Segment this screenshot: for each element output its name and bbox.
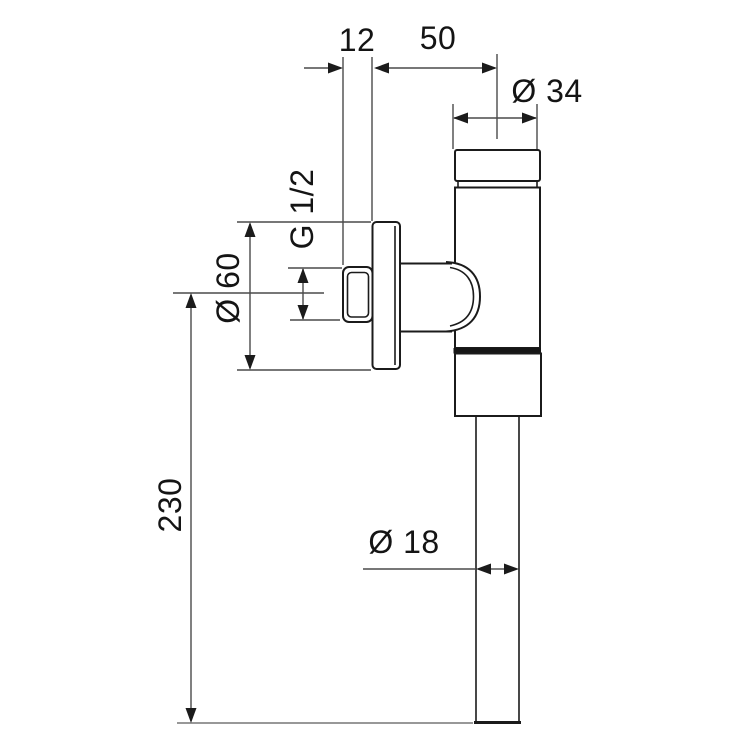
dim-dia18-label: Ø 18 xyxy=(368,524,439,560)
transition-bulge-inner xyxy=(449,266,475,327)
dim-12-arrowhead xyxy=(328,62,343,74)
wall-flange xyxy=(371,221,401,370)
inlet-pipe-interior xyxy=(400,264,453,331)
body-seam-band xyxy=(453,348,541,354)
dim-dia60-arrowhead-top xyxy=(244,222,256,237)
dim-50-arrowhead-left xyxy=(374,62,389,74)
outlet-pipe xyxy=(474,416,521,724)
dim-dia60-arrowhead-bottom xyxy=(244,355,256,370)
inlet-connector xyxy=(399,261,482,333)
dim-dia34-arrowhead-right xyxy=(522,112,537,124)
transition-bulge-outer xyxy=(445,261,482,333)
valve-lower-body xyxy=(454,352,542,417)
dim-50-arrowhead-right xyxy=(482,62,497,74)
thread-nipple xyxy=(342,266,374,323)
transition-bulge-fill xyxy=(447,262,480,332)
thread-nipple-outline xyxy=(342,266,374,323)
dimension-12: 12 xyxy=(304,22,375,265)
valve-cap xyxy=(454,149,541,182)
dim-dia18-arrowhead-left xyxy=(476,563,491,575)
dimension-50: 50 xyxy=(374,20,498,139)
dim-12-label: 12 xyxy=(339,22,376,58)
dim-dia60-label: Ø 60 xyxy=(210,252,246,323)
dim-g12-arrowhead-top xyxy=(297,268,309,283)
dim-g12-arrowhead-bottom xyxy=(297,305,309,320)
dim-dia34-arrowhead-left xyxy=(453,112,468,124)
dim-g12-label: G 1/2 xyxy=(284,169,320,250)
dim-230-arrowhead-top xyxy=(185,293,197,308)
dim-dia18-arrowhead-right xyxy=(504,563,519,575)
thread-nipple-inner xyxy=(346,271,370,318)
dimension-dia60: Ø 60 xyxy=(210,221,371,371)
dim-230-label: 230 xyxy=(152,478,188,533)
dim-230-arrowhead-bottom xyxy=(185,708,197,723)
dimension-g12: G 1/2 xyxy=(284,169,342,321)
dimension-230: 230 xyxy=(152,293,473,724)
dimension-dia34: Ø 34 xyxy=(452,73,582,149)
wall-flange-outline xyxy=(371,221,401,370)
dim-dia34-label: Ø 34 xyxy=(511,73,582,109)
dimension-dia18: Ø 18 xyxy=(363,524,519,575)
dim-50-label: 50 xyxy=(420,20,457,56)
